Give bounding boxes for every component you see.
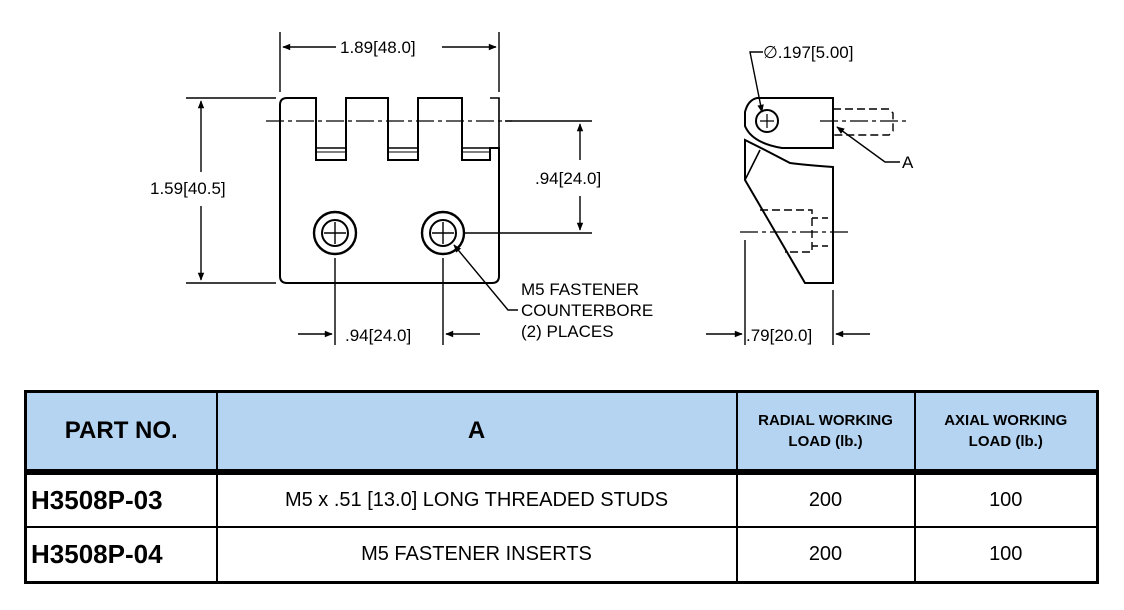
table-row: H3508P-03 M5 x .51 [13.0] LONG THREADED …	[24, 470, 1099, 528]
part-number-cell: H3508P-04	[24, 526, 218, 584]
header-part-no: PART NO.	[24, 390, 218, 475]
header-a: A	[215, 390, 738, 475]
hole-spacing-dim: .94[24.0]	[345, 326, 411, 345]
hinge-drawing: 1.89[48.0] 1.59[40.5] .94[24.0] .94[24.0…	[150, 32, 914, 345]
spec-table: PART NO. A RADIAL WORKING LOAD (lb.) AXI…	[24, 390, 1099, 584]
a-cell: M5 FASTENER INSERTS	[215, 526, 738, 584]
pin-dia-dim: ∅.197[5.00]	[763, 43, 853, 62]
header-axial-load: AXIAL WORKING LOAD (lb.)	[913, 390, 1099, 475]
height-dim: 1.59[40.5]	[150, 179, 226, 198]
fastener-note: M5 FASTENER COUNTERBORE (2) PLACES	[521, 280, 658, 341]
side-dimension-labels: ∅.197[5.00] A .79[20.0]	[746, 43, 914, 345]
axial-load-cell: 100	[913, 526, 1099, 584]
radial-load-cell: 200	[735, 470, 916, 528]
depth-dim: .79[20.0]	[746, 326, 812, 345]
hole-offset-dim: .94[24.0]	[535, 169, 601, 188]
part-number-cell: H3508P-03	[24, 470, 218, 528]
side-view	[740, 97, 910, 284]
side-dimensions	[706, 51, 900, 345]
callout-a: A	[902, 153, 914, 172]
a-cell: M5 x .51 [13.0] LONG THREADED STUDS	[215, 470, 738, 528]
front-view	[266, 97, 512, 284]
width-dim: 1.89[48.0]	[340, 38, 416, 57]
front-dimensions	[186, 32, 592, 345]
radial-load-cell: 200	[735, 526, 916, 584]
table-header-row: PART NO. A RADIAL WORKING LOAD (lb.) AXI…	[24, 390, 1099, 475]
table-row: H3508P-04 M5 FASTENER INSERTS 200 100	[24, 526, 1099, 584]
front-dimension-labels: 1.89[48.0] 1.59[40.5] .94[24.0] .94[24.0…	[150, 38, 658, 345]
axial-load-cell: 100	[913, 470, 1099, 528]
header-radial-load: RADIAL WORKING LOAD (lb.)	[735, 390, 916, 475]
